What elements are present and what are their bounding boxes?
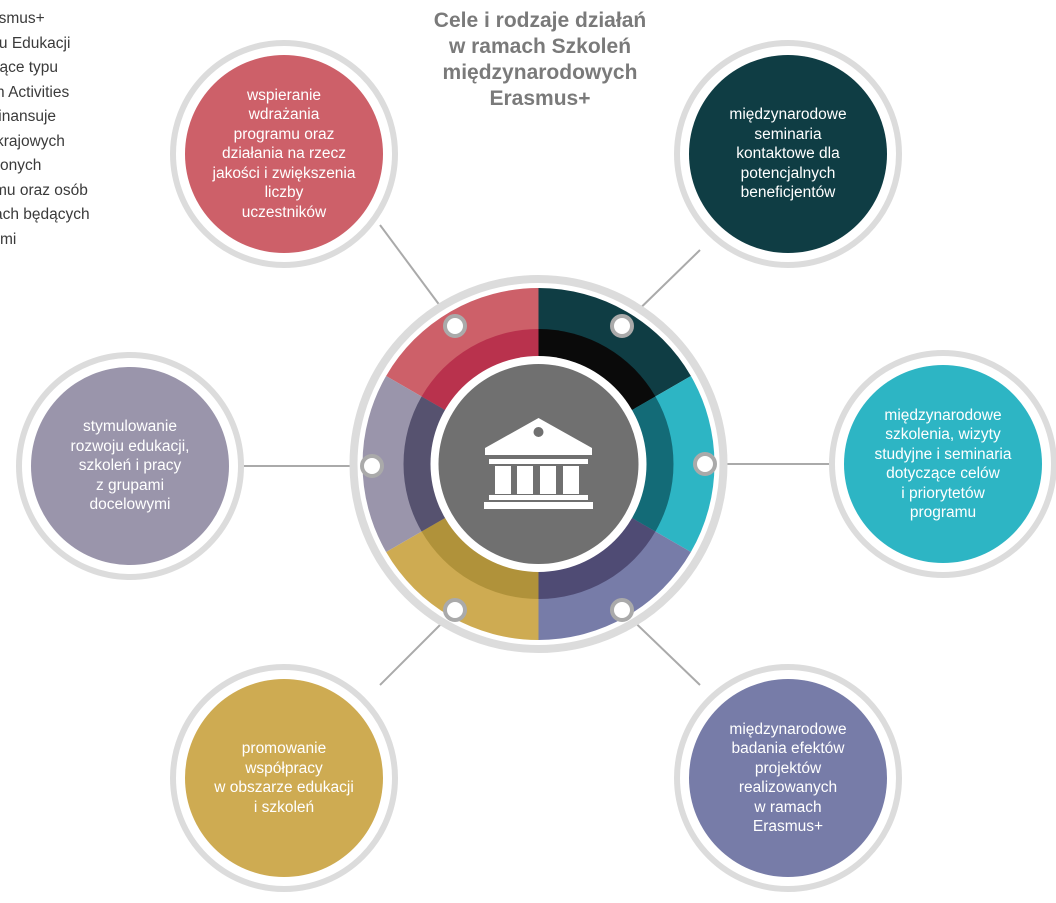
paragraph-line: mu Edukacji	[0, 34, 71, 52]
paragraph-line: onych	[0, 157, 42, 174]
label-line: beneficjentów	[740, 184, 836, 202]
satellite-research	[674, 664, 902, 892]
central-hub	[349, 275, 728, 653]
paragraph-line: jące typu	[0, 59, 59, 76]
label-line: badania efektów	[731, 740, 845, 757]
label-line: współpracy	[245, 759, 323, 777]
label-line: jakości i zwiększenia	[212, 164, 356, 182]
label-line: liczby	[264, 184, 304, 202]
left-paragraph: asmus+ mu Edukacji jące typu n Activitie…	[0, 0, 160, 252]
title-line: międzynarodowych	[442, 61, 638, 84]
label-line: międzynarodowe	[884, 406, 1002, 424]
dot-research	[610, 598, 634, 622]
dot-seminars	[610, 314, 634, 338]
label-line: stymulowanie	[83, 418, 177, 436]
paragraph-line: finansuje	[0, 108, 57, 125]
paragraph-line: n Activities	[0, 83, 70, 101]
dot-cooperation	[443, 598, 467, 622]
label-research: międzynarodowe badania efektów projektów…	[689, 679, 887, 877]
paragraph-line: ach będących	[0, 206, 90, 223]
label-trainings: międzynarodowe szkolenia, wizyty studyjn…	[844, 365, 1042, 563]
label-line: studyjne i seminaria	[874, 445, 1012, 463]
paragraph-line: asmus+	[0, 10, 45, 27]
label-line: działania na rzecz	[221, 145, 347, 163]
label-line: i szkoleń	[253, 798, 315, 816]
label-line: i priorytetów	[901, 484, 985, 502]
diagram-title: Cele i rodzaje działań w ramach Szkoleń …	[395, 8, 685, 112]
label-line: w obszarze edukacji	[214, 779, 354, 796]
label-line: z grupami	[95, 476, 165, 494]
label-line: seminaria	[754, 125, 822, 143]
pediment-dot	[533, 427, 544, 437]
label-stimulation: stymulowanie rozwoju edukacji, szkoleń i…	[31, 367, 229, 565]
label-line: wspieranie	[246, 86, 322, 104]
label-cooperation: promowanie współpracy w obszarze edukacj…	[185, 679, 383, 877]
satellite-seminars	[674, 40, 902, 268]
label-line: dotyczące celów	[886, 465, 1000, 482]
label-line: w ramach	[754, 798, 822, 816]
label-line: docelowymi	[89, 496, 171, 514]
label-line: szkolenia, wizyty	[885, 426, 1001, 443]
satellite-support	[170, 40, 398, 268]
title-line: Cele i rodzaje działań	[433, 9, 647, 32]
paragraph-line: krajowych	[0, 132, 65, 150]
satellite-trainings	[829, 350, 1056, 578]
connector-dots	[360, 314, 717, 622]
label-line: międzynarodowe	[729, 106, 847, 124]
title-line: w ramach Szkoleń	[448, 35, 632, 58]
label-line: rozwoju edukacji,	[70, 437, 190, 455]
label-line: potencjalnych	[740, 164, 836, 182]
label-line: projektów	[754, 759, 822, 777]
label-seminars: międzynarodowe seminaria kontaktowe dla …	[689, 55, 887, 253]
satellite-stimulation	[16, 352, 244, 580]
label-line: programu	[909, 504, 977, 521]
dot-stimulation	[360, 454, 384, 478]
paragraph-line: mi	[0, 230, 17, 248]
title-line: Erasmus+	[489, 87, 591, 110]
label-line: wdrażania	[248, 106, 320, 124]
paragraph-line: mu oraz osób	[0, 181, 88, 199]
satellite-cooperation	[170, 664, 398, 892]
label-support: wspieranie wdrażania programu oraz dział…	[185, 55, 383, 253]
label-line: Erasmus+	[752, 818, 824, 835]
label-line: szkoleń i pracy	[78, 457, 182, 475]
label-line: międzynarodowe	[729, 720, 847, 738]
label-line: uczestników	[241, 203, 327, 221]
dot-trainings	[693, 452, 717, 476]
label-line: programu oraz	[233, 125, 335, 143]
label-line: realizowanych	[738, 779, 838, 796]
label-line: kontaktowe dla	[736, 145, 840, 163]
label-line: promowanie	[241, 740, 327, 757]
dot-support	[443, 314, 467, 338]
